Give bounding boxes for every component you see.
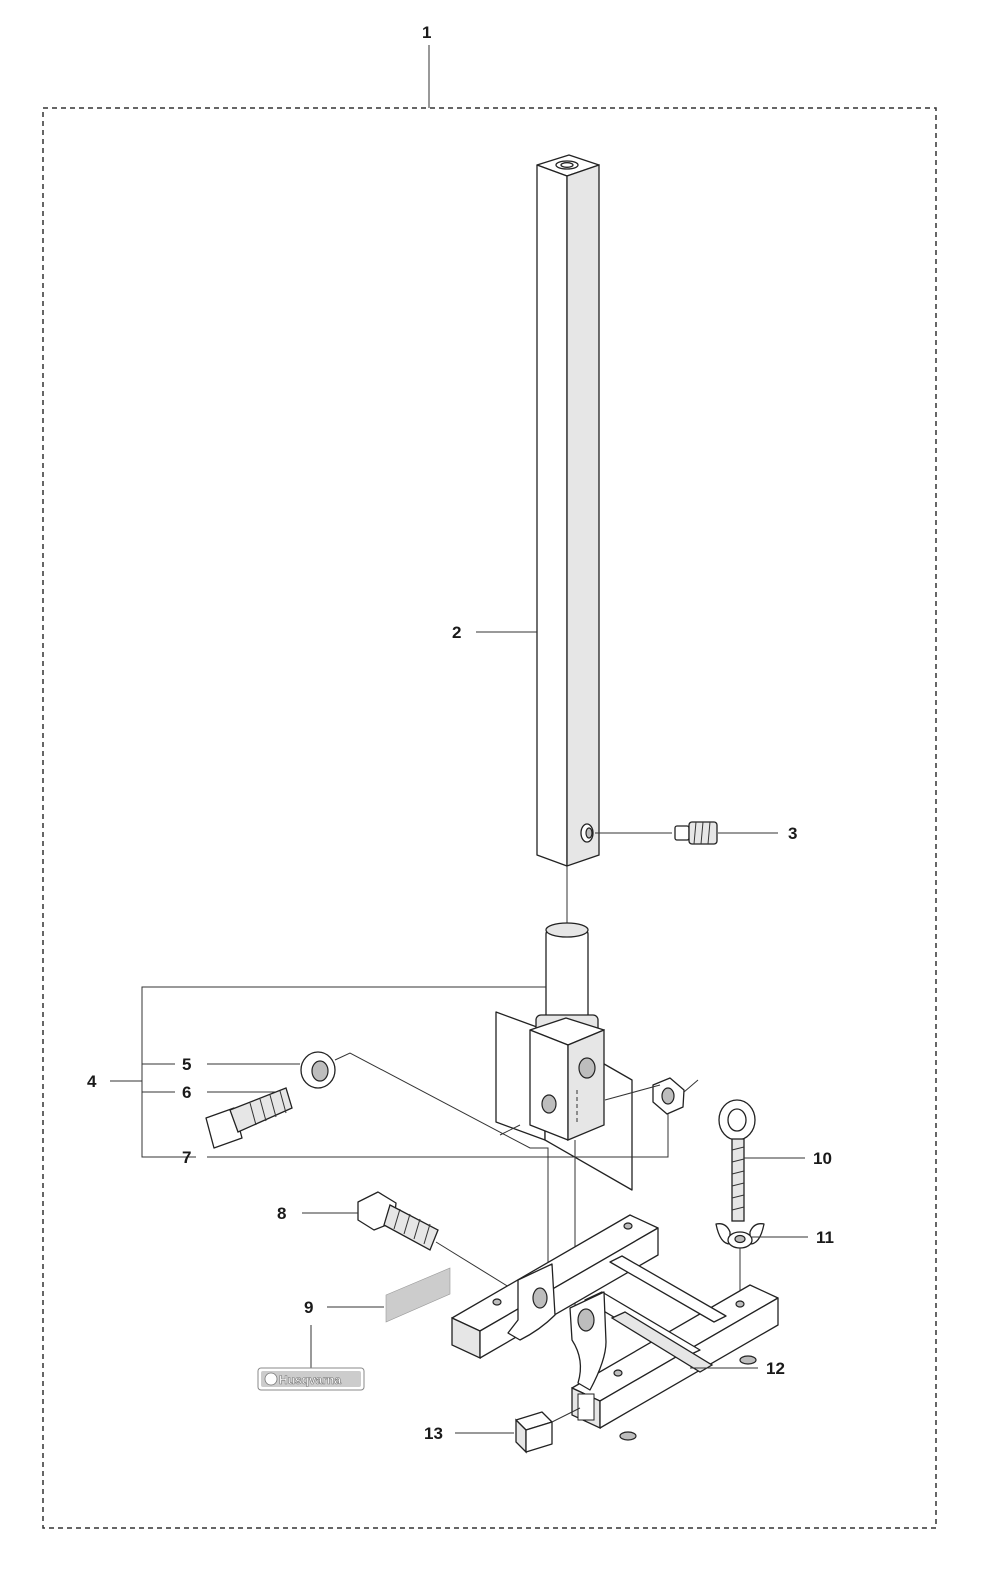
callout-8: 8 [277,1204,286,1223]
pivot-block-part-4 [495,922,633,1191]
husqvarna-logo-decal: Husqvarna [257,1367,365,1391]
logo-brand-text: Husqvarna [279,1373,341,1387]
kit-boundary-frame [42,107,937,1529]
bolt-part-8 [357,1191,531,1301]
assembly-line-b [604,1084,661,1101]
callout-3: 3 [788,824,797,843]
set-screw-part-3 [595,821,718,845]
end-plug-part-13 [515,1407,581,1454]
callout-6: 6 [182,1083,191,1102]
callout-4: 4 [87,1072,97,1091]
callout-7: 7 [182,1148,191,1167]
assembly-line-a [334,1052,549,1280]
callout-11: 11 [816,1228,834,1247]
wing-nut-part-11 [715,1223,765,1300]
bracket-group-4 [141,986,546,1158]
callout-1: 1 [422,23,431,42]
bolt-part-6 [205,1087,293,1149]
callout-2: 2 [452,623,461,642]
callout-5: 5 [182,1055,191,1074]
assembly-line-d [499,1124,521,1136]
column-part-2 [536,154,600,867]
base-frame-part-12 [451,1214,779,1441]
callout-10: 10 [813,1149,832,1168]
decal-strip-part-9 [385,1267,451,1323]
nut-part-7 [207,1077,699,1158]
callout-13: 13 [424,1424,443,1443]
callout-12: 12 [766,1359,785,1378]
callout-9: 9 [304,1298,313,1317]
washer-part-5 [207,1051,336,1089]
eye-bolt-part-10 [718,1099,756,1222]
